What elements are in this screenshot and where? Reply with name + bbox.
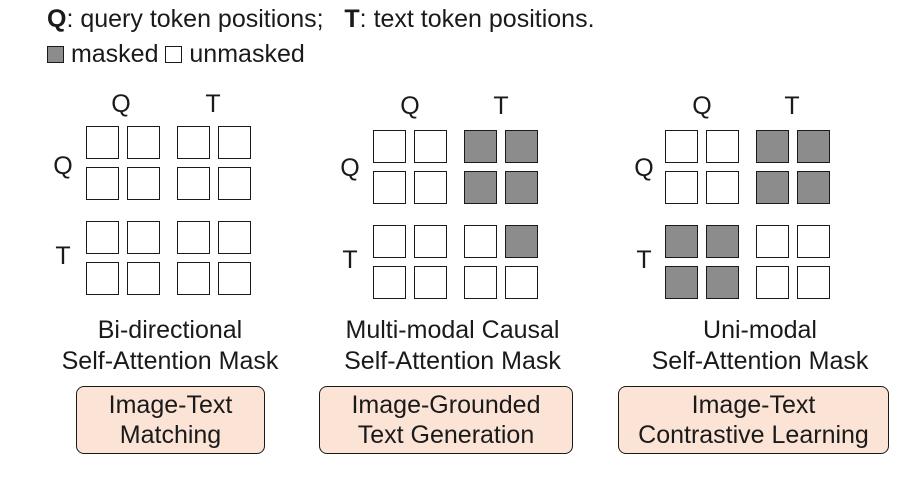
row-label-q: Q — [340, 154, 360, 182]
masked-cell — [756, 171, 789, 204]
masked-swatch-icon — [47, 46, 64, 63]
task-label-line2: Text Generation — [357, 421, 535, 449]
mask-title-line2: Self-Attention Mask — [61, 347, 279, 375]
masked-cell — [665, 266, 698, 299]
task-box-itg: Image-Grounded Text Generation — [319, 386, 573, 454]
unmasked-cell — [86, 167, 119, 200]
legend-q-key: Q — [47, 5, 67, 33]
unmasked-cell — [414, 130, 447, 163]
col-label-q: Q — [400, 92, 420, 120]
legend-unmasked-label: unmasked — [189, 40, 305, 68]
masked-cell — [505, 225, 538, 258]
masked-cell — [464, 130, 497, 163]
row-label-q: Q — [53, 152, 73, 180]
unmasked-cell — [797, 225, 830, 258]
unmasked-cell — [127, 126, 160, 159]
unmasked-cell — [414, 171, 447, 204]
masked-cell — [797, 171, 830, 204]
unmasked-cell — [177, 262, 210, 295]
unmasked-cell — [797, 266, 830, 299]
unmasked-cell — [373, 130, 406, 163]
row-label-t: T — [55, 242, 71, 270]
task-box-itc: Image-Text Contrastive Learning — [618, 386, 889, 454]
unmasked-cell — [177, 126, 210, 159]
col-label-q: Q — [692, 92, 712, 120]
row-label-t: T — [342, 246, 358, 274]
unmasked-cell — [86, 262, 119, 295]
row-label-t: T — [636, 246, 652, 274]
unmasked-cell — [177, 167, 210, 200]
masked-cell — [706, 225, 739, 258]
unmasked-cell — [127, 262, 160, 295]
legend-t-key: T — [344, 5, 360, 33]
mask-title-line2: Self-Attention Mask — [651, 347, 869, 375]
unmasked-cell — [706, 130, 739, 163]
unmasked-cell — [218, 126, 251, 159]
task-label-line2: Matching — [119, 421, 222, 449]
unmasked-cell — [756, 225, 789, 258]
masked-cell — [665, 225, 698, 258]
unmasked-cell — [86, 221, 119, 254]
task-label-line1: Image-Grounded — [351, 391, 541, 419]
unmasked-cell — [414, 225, 447, 258]
row-label-q: Q — [634, 154, 654, 182]
task-label-line2: Contrastive Learning — [638, 421, 869, 449]
unmasked-cell — [373, 266, 406, 299]
legend-mask-key: masked unmasked — [47, 39, 305, 69]
mask-title-line1: Uni-modal — [703, 316, 817, 344]
unmasked-cell — [373, 225, 406, 258]
unmasked-cell — [127, 167, 160, 200]
unmasked-cell — [464, 266, 497, 299]
col-label-t: T — [493, 92, 509, 120]
unmasked-cell — [505, 266, 538, 299]
unmasked-cell — [414, 266, 447, 299]
unmasked-cell — [218, 167, 251, 200]
col-label-t: T — [784, 92, 800, 120]
unmasked-cell — [218, 221, 251, 254]
task-box-itm: Image-Text Matching — [76, 386, 265, 454]
unmasked-cell — [373, 171, 406, 204]
unmasked-cell — [218, 262, 251, 295]
masked-cell — [706, 266, 739, 299]
mask-title-line1: Bi-directional — [97, 316, 243, 344]
masked-cell — [505, 171, 538, 204]
col-label-q: Q — [111, 90, 131, 118]
legend-masked-label: masked — [70, 40, 159, 68]
masked-cell — [505, 130, 538, 163]
task-label-line1: Image-Text — [108, 391, 233, 419]
masked-cell — [797, 130, 830, 163]
unmasked-cell — [756, 266, 789, 299]
mask-title-line2: Self-Attention Mask — [344, 347, 561, 375]
masked-cell — [464, 171, 497, 204]
legend-q-desc: : query token positions; — [66, 5, 324, 33]
legend-token-positions: Q: query token positions; T: text token … — [47, 4, 595, 34]
legend-t-desc: : text token positions. — [359, 5, 595, 33]
unmasked-cell — [464, 225, 497, 258]
masked-cell — [756, 130, 789, 163]
unmasked-swatch-icon — [165, 46, 183, 63]
unmasked-cell — [665, 171, 698, 204]
unmasked-cell — [127, 221, 160, 254]
mask-title-line1: Multi-modal Causal — [345, 316, 560, 344]
unmasked-cell — [665, 130, 698, 163]
unmasked-cell — [706, 171, 739, 204]
col-label-t: T — [205, 90, 221, 118]
unmasked-cell — [86, 126, 119, 159]
task-label-line1: Image-Text — [691, 391, 816, 419]
unmasked-cell — [177, 221, 210, 254]
